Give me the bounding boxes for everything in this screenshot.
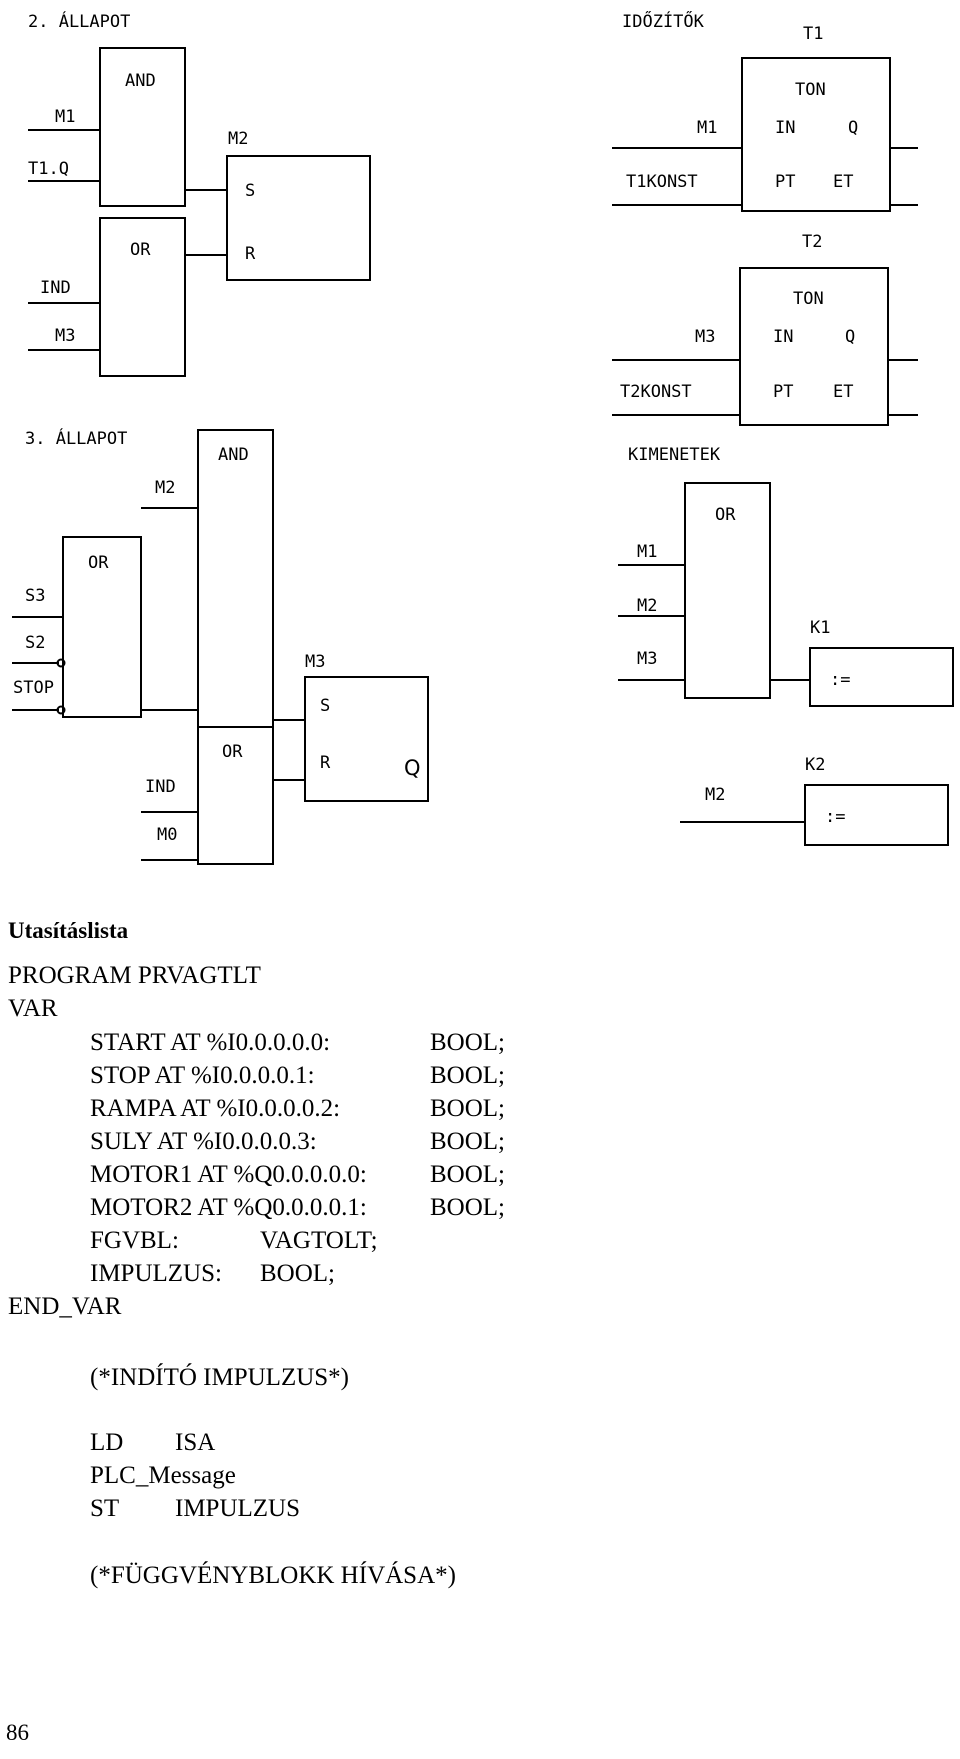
k1-assign: :=	[830, 670, 850, 690]
t1-q-pin: Q	[848, 118, 858, 138]
state3-or2-label: OR	[222, 742, 243, 762]
state3-sr-s: S	[320, 696, 330, 716]
state3-title: 3. ÁLLAPOT	[25, 427, 127, 449]
program-line: PROGRAM PRVAGTLT	[8, 962, 261, 989]
var-decl-type: BOOL;	[430, 1161, 505, 1188]
var-decl-type: BOOL;	[260, 1260, 335, 1287]
il-op: PLC_Message	[90, 1462, 236, 1489]
instruction-list-heading: Utasításlista	[8, 918, 129, 943]
var-line: VAR	[8, 995, 58, 1022]
t1-in-signal: M1	[697, 118, 717, 138]
var-decl-type: BOOL;	[430, 1029, 505, 1056]
t2-pt-signal: T2KONST	[620, 382, 692, 402]
var-decl-name: SULY AT %I0.0.0.0.3:	[90, 1128, 317, 1155]
var-decl-type: BOOL;	[430, 1128, 505, 1155]
k2-assign: :=	[825, 807, 845, 827]
t1-in-pin: IN	[775, 118, 795, 138]
state3-or1-label: OR	[88, 553, 109, 573]
state2-input-ind: IND	[40, 278, 71, 298]
state2-sr-name: M2	[228, 129, 248, 149]
state3-input-stop: STOP	[13, 678, 54, 698]
comment-start-impulse: (*INDÍTÓ IMPULZUS*)	[90, 1364, 349, 1391]
k2-name: K2	[805, 755, 825, 775]
il-arg: IMPULZUS	[175, 1495, 301, 1522]
t2-in-pin: IN	[773, 327, 793, 347]
outputs-input-m1: M1	[637, 542, 657, 562]
var-decl-type: BOOL;	[430, 1062, 505, 1089]
t1-pt-pin: PT	[775, 172, 795, 192]
var-decl-type: BOOL;	[430, 1194, 505, 1221]
state3-input-s2: S2	[25, 633, 45, 653]
state3-input-ind: IND	[145, 777, 176, 797]
var-decl-type: VAGTOLT;	[260, 1227, 378, 1254]
var-decl-name: MOTOR2 AT %Q0.0.0.0.1:	[90, 1194, 367, 1221]
t2-q-pin: Q	[845, 327, 855, 347]
state2-or-label: OR	[130, 240, 151, 260]
state3-input-m2: M2	[155, 478, 175, 498]
end-var-line: END_VAR	[8, 1293, 122, 1320]
outputs-or-label: OR	[715, 505, 736, 525]
state2-input-t1q: T1.Q	[28, 159, 69, 179]
var-decl-name: STOP AT %I0.0.0.0.1:	[90, 1062, 315, 1089]
timers-title: IDŐZÍTŐK	[622, 10, 705, 32]
state2-sr-s: S	[245, 181, 255, 201]
comment-fb-call: (*FÜGGVÉNYBLOKK HÍVÁSA*)	[90, 1562, 456, 1589]
var-decl-name: IMPULZUS:	[90, 1260, 222, 1287]
var-decl-type: BOOL;	[430, 1095, 505, 1122]
state3-input-m0: M0	[157, 825, 177, 845]
t1-pt-signal: T1KONST	[626, 172, 698, 192]
state3-input-s3: S3	[25, 586, 45, 606]
t1-type: TON	[795, 80, 826, 100]
k1-name: K1	[810, 618, 830, 638]
var-decl-name: FGVBL:	[90, 1227, 179, 1254]
var-decl-name: START AT %I0.0.0.0.0:	[90, 1029, 331, 1056]
state2-input-m3: M3	[55, 326, 75, 346]
function-block-diagram: 2. ÁLLAPOT AND OR M1 T1.Q IND M3 M2 S R …	[12, 10, 954, 865]
outputs-input-m3: M3	[637, 649, 657, 669]
t2-pt-pin: PT	[773, 382, 793, 402]
t2-name: T2	[802, 232, 822, 252]
k2-input-m2: M2	[705, 785, 725, 805]
t1-et-pin: ET	[833, 172, 853, 192]
outputs-input-m2: M2	[637, 596, 657, 616]
state3-sr-q: Q	[404, 756, 421, 780]
t1-name: T1	[803, 24, 823, 44]
t2-type: TON	[793, 289, 824, 309]
state2-sr-r: R	[245, 244, 256, 264]
state2-input-m1: M1	[55, 107, 75, 127]
state2-and-label: AND	[125, 71, 156, 91]
var-decl-name: RAMPA AT %I0.0.0.0.2:	[90, 1095, 341, 1122]
state2-title: 2. ÁLLAPOT	[28, 10, 130, 32]
state3-sr-name: M3	[305, 652, 325, 672]
outputs-title: KIMENETEK	[628, 445, 721, 465]
il-arg: ISA	[175, 1429, 216, 1456]
il-op: ST	[90, 1495, 120, 1522]
var-decl-name: MOTOR1 AT %Q0.0.0.0.0:	[90, 1161, 367, 1188]
state3-and-label: AND	[218, 445, 249, 465]
state3-sr-r: R	[320, 753, 331, 773]
il-op: LD	[90, 1429, 124, 1456]
t2-et-pin: ET	[833, 382, 853, 402]
page-number: 86	[6, 1720, 29, 1745]
t2-in-signal: M3	[695, 327, 715, 347]
